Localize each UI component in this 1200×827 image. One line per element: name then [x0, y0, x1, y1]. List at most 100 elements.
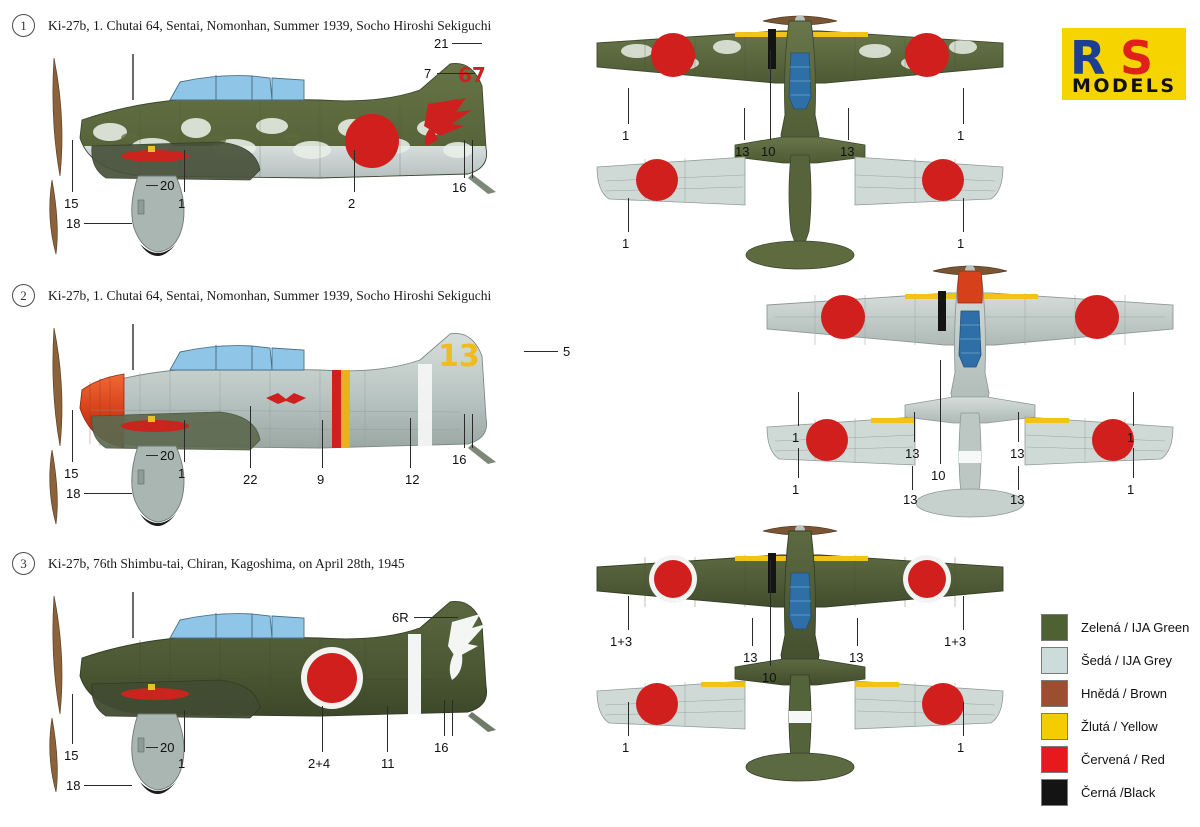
leader-16b-p3: [452, 700, 453, 736]
color-legend: Zelená / IJA Green Šedá / IJA Grey Hnědá…: [1041, 612, 1191, 810]
callout-13-p2-right: 13: [1010, 446, 1025, 461]
callout-15-p3: 15: [64, 748, 79, 763]
leader-9-p2: [322, 420, 323, 468]
legend-row-black: Černá /Black: [1041, 777, 1191, 807]
profile-2-side-view: 13: [20, 298, 540, 538]
profile-1-tail-code: 67: [458, 63, 486, 87]
callout-1-p2-botright: 1: [1127, 482, 1135, 497]
leader-13-p2-right: [1018, 412, 1019, 442]
callout-13-p1-right: 13: [840, 144, 855, 159]
profile-3-number: 3: [12, 552, 35, 575]
profile-1-caption: 1 Ki-27b, 1. Chutai 64, Sentai, Nomonhan…: [12, 14, 491, 37]
leader-15-p2: [72, 410, 73, 462]
leader-1-p1-botright: [963, 198, 964, 232]
leader-15-p3: [72, 694, 73, 744]
leader-1-p2-botright: [1133, 448, 1134, 478]
callout-1-p2-topright: 1: [1127, 430, 1135, 445]
leader-1-p3-botleft: [628, 702, 629, 736]
leader-1-p2: [184, 420, 185, 462]
legend-row-yellow: Žlutá / Yellow: [1041, 711, 1191, 741]
leader-16-p2: [464, 414, 465, 448]
legend-swatch-grey: [1041, 646, 1068, 674]
callout-1-p2: 1: [178, 466, 186, 481]
leader-1-p1-topright: [963, 88, 964, 124]
callout-13-p1-left: 13: [735, 144, 750, 159]
profile-2-caption-text: Ki-27b, 1. Chutai 64, Sentai, Nomonhan, …: [48, 287, 492, 303]
callout-5-p2: 5: [563, 344, 571, 359]
leader-10-p3: [770, 560, 771, 666]
leader-2plus4-p3: [322, 706, 323, 752]
leader-16b-p1: [472, 140, 473, 178]
callout-10-p2: 10: [931, 468, 946, 483]
leader-16-p1: [464, 140, 465, 178]
leader-1-p3-botright: [963, 702, 964, 736]
leader-1-p2-topleft: [798, 392, 799, 426]
callout-1-p3-botleft: 1: [622, 740, 630, 755]
callout-10-p1: 10: [761, 144, 776, 159]
callout-1plus3-p3-topright: 1+3: [944, 634, 967, 649]
leader-2-p1: [354, 150, 355, 192]
leader-10-p1: [770, 50, 771, 140]
callout-1-p3-botright: 1: [957, 740, 965, 755]
leader-1-p1-topleft: [628, 88, 629, 124]
leader-18-p3: [84, 785, 132, 786]
legend-row-red: Červená / Red: [1041, 744, 1191, 774]
callout-13-p2-botright: 13: [1010, 492, 1025, 507]
logo-letter-r: R: [1070, 31, 1105, 85]
profile-2-caption: 2 Ki-27b, 1. Chutai 64, Sentai, Nomonhan…: [12, 284, 491, 307]
callout-10-p3: 10: [762, 670, 777, 685]
callout-1plus3-p3-topleft: 1+3: [610, 634, 633, 649]
leader-13-p1-left: [744, 108, 745, 140]
leader-12-p2: [410, 418, 411, 468]
profile-2-number: 2: [12, 284, 35, 307]
leader-18-p2: [84, 493, 132, 494]
leader-20-p1: [146, 185, 158, 186]
callout-15-p1: 15: [64, 196, 79, 211]
legend-label-green: Zelená / IJA Green: [1081, 619, 1190, 635]
leader-16b-p2: [472, 414, 473, 448]
legend-row-grey: Šedá / IJA Grey: [1041, 645, 1191, 675]
leader-1plus3-p3-topleft: [628, 596, 629, 630]
callout-1-p1-topleft: 1: [622, 128, 630, 143]
callout-16-p1: 16: [452, 180, 467, 195]
callout-20-p1: 20: [160, 178, 175, 193]
legend-row-green: Zelená / IJA Green: [1041, 612, 1191, 642]
profile-2-plan-views: [755, 255, 1185, 520]
callout-22-p2: 22: [243, 472, 258, 487]
leader-15-p1: [72, 140, 73, 192]
callout-2plus4-p3: 2+4: [308, 756, 331, 771]
leader-18-p1: [84, 223, 132, 224]
leader-13-p3-right: [857, 618, 858, 646]
leader-22-p2: [250, 406, 251, 468]
callout-18-p1: 18: [66, 216, 81, 231]
leader-13-p2-botleft: [912, 466, 913, 490]
profile-1-caption-text: Ki-27b, 1. Chutai 64, Sentai, Nomonhan, …: [48, 17, 492, 33]
callout-20-p2: 20: [160, 448, 175, 463]
profile-3-caption: 3 Ki-27b, 76th Shimbu-tai, Chiran, Kagos…: [12, 552, 405, 575]
profile-1-plan-views: [585, 5, 1015, 270]
callout-21: 21: [434, 36, 449, 51]
legend-swatch-brown: [1041, 679, 1068, 707]
callout-16-p3: 16: [434, 740, 449, 755]
leader-10-p2: [940, 360, 941, 464]
leader-13-p1-right: [848, 108, 849, 140]
leader-1-p1: [184, 150, 185, 192]
callout-1-p1-botleft: 1: [622, 236, 630, 251]
profile-3-side-view: [20, 566, 540, 816]
callout-18-p2: 18: [66, 486, 81, 501]
profile-1-side-view: 67: [20, 28, 540, 268]
logo-letter-s: S: [1120, 31, 1154, 85]
profile-3-caption-text: Ki-27b, 76th Shimbu-tai, Chiran, Kagoshi…: [48, 555, 405, 571]
leader-1plus3-p3-topright: [963, 596, 964, 630]
callout-1-p3: 1: [178, 756, 186, 771]
rs-models-logo: R S MODELS: [1062, 28, 1186, 100]
callout-6R-p3: 6R: [392, 610, 409, 625]
callout-15-p2: 15: [64, 466, 79, 481]
leader-16-p3: [444, 700, 445, 736]
callout-9-p2: 9: [317, 472, 325, 487]
leader-20-p2: [146, 455, 158, 456]
leader-6R-p3: [414, 617, 458, 618]
profile-1-number: 1: [12, 14, 35, 37]
callout-13-p2-left: 13: [905, 446, 920, 461]
